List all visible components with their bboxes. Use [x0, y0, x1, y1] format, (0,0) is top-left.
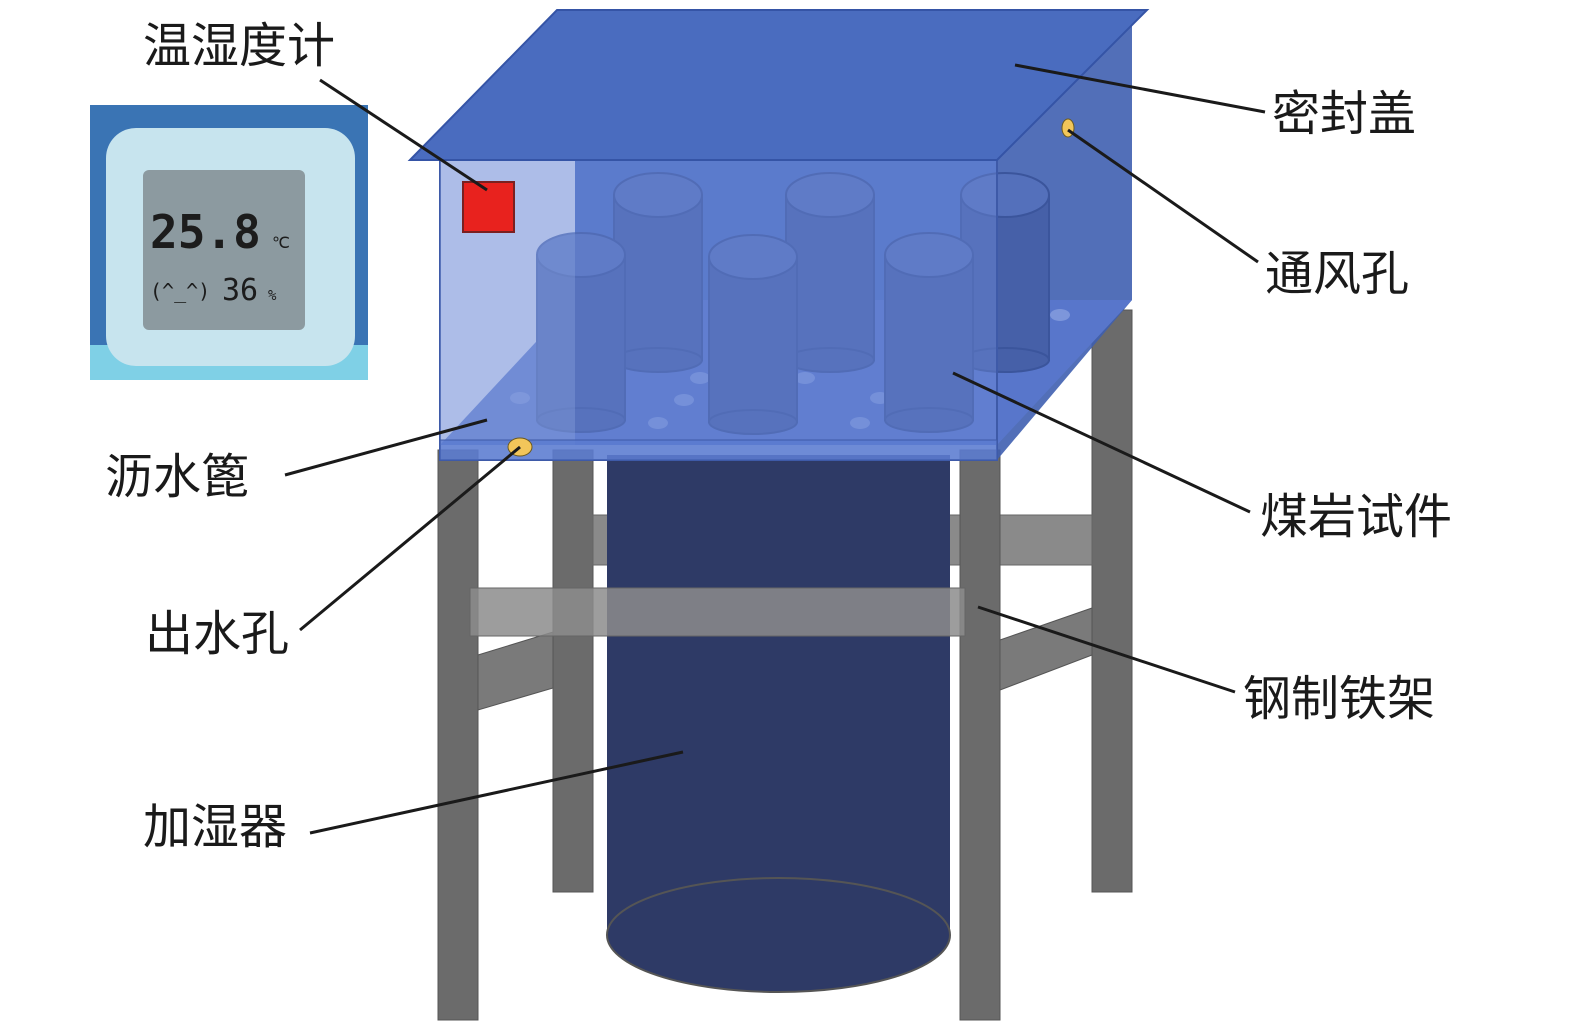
- back-left-leg: [552, 449, 594, 893]
- coal-rock-specimens: [536, 172, 1050, 435]
- label-sealed-lid: 密封盖: [1272, 86, 1416, 142]
- specimen: [536, 232, 626, 433]
- label-coal-rock-specimen: 煤岩试件: [1260, 489, 1452, 545]
- front-right-leg: [959, 449, 1001, 1021]
- grate-front-edge: [439, 439, 998, 461]
- label-humidifier: 加湿器: [143, 799, 287, 855]
- specimen: [960, 172, 1050, 373]
- front-left-leg: [437, 449, 479, 1021]
- specimen: [884, 232, 974, 433]
- label-drain-grate: 沥水篦: [105, 449, 249, 505]
- label-steel-frame: 钢制铁架: [1243, 671, 1435, 727]
- humidity-unit: %: [268, 288, 277, 304]
- humidity-reading: 36: [222, 273, 258, 308]
- temperature-reading: 25.8: [150, 205, 261, 259]
- label-water-outlet: 出水孔: [145, 606, 289, 662]
- temperature-unit: ℃: [272, 233, 290, 252]
- left-side-bar: [477, 631, 554, 711]
- label-vent-hole: 通风孔: [1265, 246, 1409, 302]
- sensor-square: [462, 181, 515, 233]
- back-right-leg: [1091, 309, 1133, 893]
- face-indicator: (^_^): [150, 279, 210, 303]
- humidifier: [606, 455, 951, 993]
- leader-lines: [284, 63, 1266, 835]
- front-crossbar: [469, 587, 966, 637]
- specimen: [785, 172, 875, 373]
- label-thermohygrometer: 温湿度计: [143, 18, 335, 74]
- thermohygrometer-photo: 25.8 ℃ (^_^) 36 %: [90, 105, 368, 380]
- specimen: [613, 172, 703, 373]
- sealed-lid: [407, 9, 1150, 161]
- specimen: [708, 234, 798, 435]
